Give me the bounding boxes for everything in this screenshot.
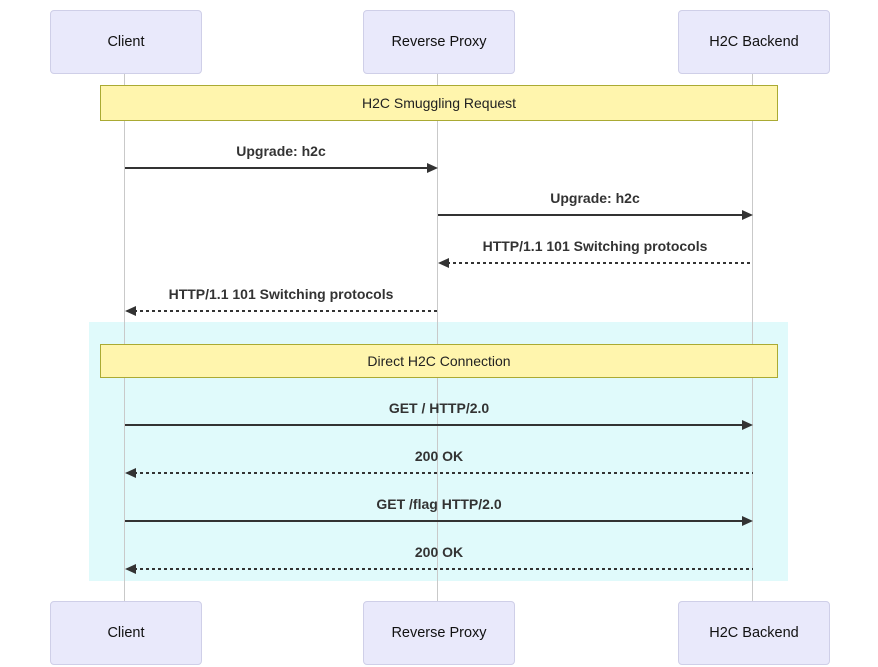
lifeline-h2c-backend: [752, 72, 753, 601]
actor-reverse-proxy-bottom: Reverse Proxy: [363, 601, 515, 665]
actor-h2c-backend-bottom: H2C Backend: [678, 601, 830, 665]
message-label: 200 OK: [414, 544, 464, 560]
note-h2c-smuggling-request: H2C Smuggling Request: [100, 85, 778, 121]
lifeline-client: [124, 72, 125, 601]
message-label: HTTP/1.1 101 Switching protocols: [482, 238, 708, 254]
actor-reverse-proxy-label: Reverse Proxy: [391, 34, 487, 50]
actor-client-top: Client: [50, 10, 202, 74]
arrowhead-right-icon: [427, 163, 438, 173]
message-line: [438, 214, 743, 216]
arrowhead-left-icon: [125, 468, 136, 478]
message-line: [134, 472, 753, 474]
arrowhead-left-icon: [125, 564, 136, 574]
actor-h2c-backend-label: H2C Backend: [709, 34, 799, 50]
actor-h2c-backend-top: H2C Backend: [678, 10, 830, 74]
message-line: [125, 167, 430, 169]
message-line: [125, 520, 745, 522]
arrowhead-right-icon: [742, 210, 753, 220]
arrowhead-right-icon: [742, 516, 753, 526]
actor-client-label: Client: [107, 34, 145, 50]
message-label: Upgrade: h2c: [550, 190, 640, 206]
arrowhead-right-icon: [742, 420, 753, 430]
message-label: 200 OK: [414, 448, 464, 464]
note-direct-h2c-connection: Direct H2C Connection: [100, 344, 778, 378]
arrowhead-left-icon: [438, 258, 449, 268]
message-line: [125, 424, 745, 426]
message-label: GET /flag HTTP/2.0: [376, 496, 502, 512]
message-line: [134, 310, 438, 312]
message-line: [447, 262, 753, 264]
message-label: HTTP/1.1 101 Switching protocols: [168, 286, 394, 302]
actor-client-bottom: Client: [50, 601, 202, 665]
message-label: Upgrade: h2c: [236, 143, 326, 159]
actor-h2c-backend-label: H2C Backend: [709, 625, 799, 641]
message-label: GET / HTTP/2.0: [388, 400, 490, 416]
arrowhead-left-icon: [125, 306, 136, 316]
lifeline-reverse-proxy: [437, 72, 438, 601]
actor-client-label: Client: [107, 625, 145, 641]
note-label: Direct H2C Connection: [367, 353, 511, 369]
actor-reverse-proxy-top: Reverse Proxy: [363, 10, 515, 74]
message-line: [134, 568, 753, 570]
note-label: H2C Smuggling Request: [361, 95, 517, 111]
actor-reverse-proxy-label: Reverse Proxy: [391, 625, 487, 641]
